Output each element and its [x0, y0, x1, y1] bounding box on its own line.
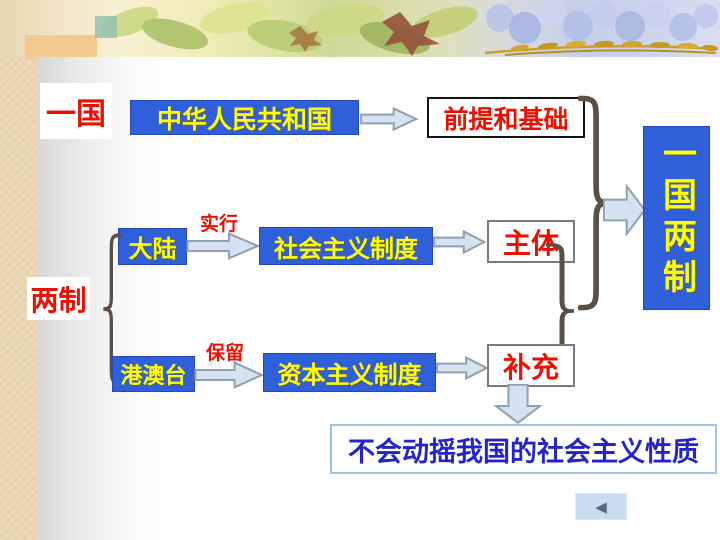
two-systems-label-box: 两制	[27, 277, 90, 320]
prc-box-label: 中华人民共和国	[156, 105, 332, 134]
supplement-label: 补充	[502, 351, 559, 383]
retain-label: 保留	[206, 343, 245, 364]
supplement-box: 补充	[487, 344, 575, 387]
one-country-two-systems-label: 一国两制	[657, 136, 696, 300]
back-button[interactable]: ◀	[575, 493, 627, 520]
hk-macao-taiwan-label: 港澳台	[120, 363, 187, 388]
left-brace-icon	[103, 233, 122, 385]
arrow-right-icon	[433, 230, 486, 254]
main-body-box: 主体	[487, 220, 575, 263]
practice-label: 实行	[200, 214, 239, 235]
back-arrow-icon: ◀	[595, 498, 607, 516]
banner-teal-block	[95, 16, 117, 38]
premise-box-label: 前提和基础	[443, 105, 569, 134]
main-body-label: 主体	[502, 227, 559, 259]
arrow-right-icon	[194, 361, 264, 389]
arrow-right-icon	[186, 232, 260, 260]
prc-box: 中华人民共和国	[130, 100, 359, 135]
decorative-banner	[0, 0, 720, 57]
arrow-right-icon	[360, 107, 418, 131]
capitalist-system-box: 资本主义制度	[263, 353, 436, 392]
mainland-box: 大陆	[118, 228, 187, 265]
premise-box: 前提和基础	[427, 97, 585, 138]
one-country-two-systems-box: 一国两制	[643, 126, 710, 310]
mainland-box-label: 大陆	[128, 236, 177, 263]
conclusion-label: 不会动摇我国的社会主义性质	[348, 436, 699, 467]
socialist-system-box: 社会主义制度	[259, 227, 433, 265]
capitalist-system-label: 资本主义制度	[277, 362, 422, 389]
banner-orange-block	[25, 35, 97, 60]
arrow-right-icon	[436, 356, 488, 380]
one-country-label-box: 一国	[40, 83, 112, 139]
arrow-down-icon	[494, 384, 542, 424]
two-systems-label: 两制	[30, 284, 87, 316]
conclusion-box: 不会动摇我国的社会主义性质	[330, 424, 717, 474]
one-country-label: 一国	[46, 98, 106, 131]
socialist-system-label: 社会主义制度	[274, 235, 418, 263]
arrow-right-large-icon	[603, 184, 646, 236]
hk-macao-taiwan-box: 港澳台	[112, 356, 195, 392]
banner-leaf-art	[101, 1, 718, 56]
